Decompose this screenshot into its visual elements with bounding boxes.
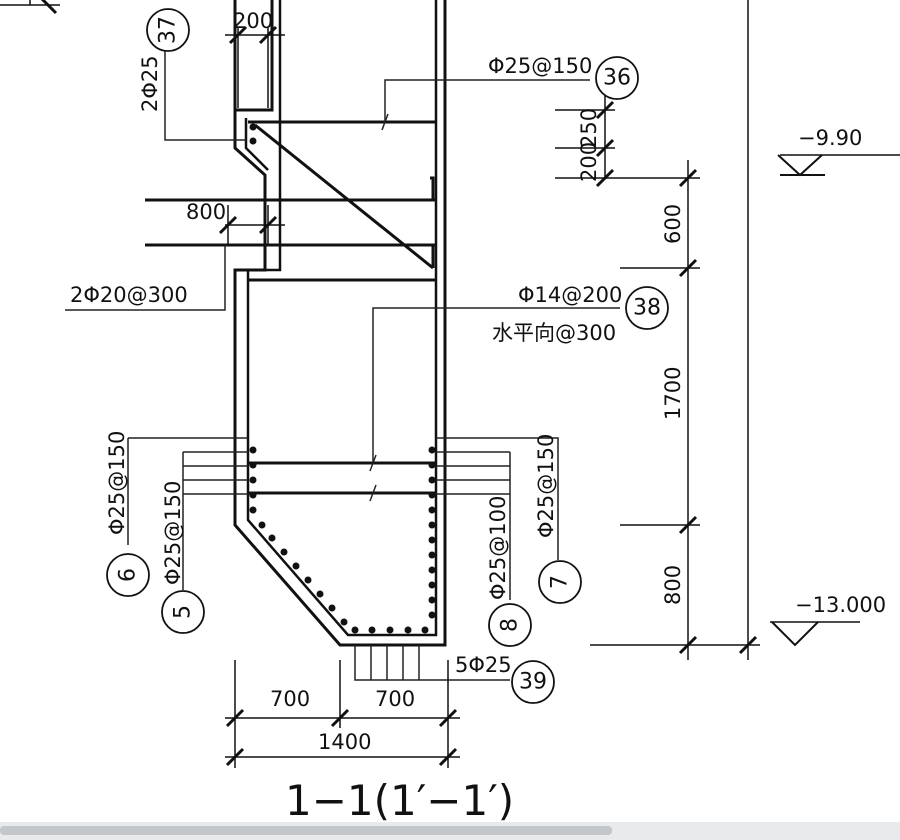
callout-circles xyxy=(106,8,669,704)
callout-5-circle xyxy=(161,590,205,634)
dim-base-700-left: 700 xyxy=(270,687,310,711)
callout-39-number: 39 xyxy=(519,670,547,695)
callout-36-label: Φ25@150 xyxy=(488,54,592,78)
callout-38-label-2: 水平向@300 xyxy=(492,321,616,345)
dimension-ticks xyxy=(40,0,758,767)
elevation-marker-upper xyxy=(777,154,823,177)
dim-mid-800: 800 xyxy=(186,200,226,224)
elevation-markers xyxy=(771,154,825,647)
callout-5-label: Φ25@150 xyxy=(161,481,185,585)
callout-7-circle xyxy=(538,560,582,604)
callout-37-number: 37 xyxy=(156,16,181,44)
leader-lines xyxy=(65,45,620,681)
dim-v-1700: 1700 xyxy=(661,367,685,420)
callout-37-label: 2Φ25 xyxy=(138,55,162,112)
leader-2phi20 xyxy=(65,245,226,311)
dimension-lines xyxy=(0,0,900,768)
rebar-2phi20-label: 2Φ20@300 xyxy=(70,283,188,307)
callout-7-label: Φ25@150 xyxy=(534,434,558,538)
callout-6-number: 6 xyxy=(116,568,141,582)
leader-left-bars xyxy=(128,437,248,495)
callout-38-number: 38 xyxy=(633,296,661,321)
callout-36-circle xyxy=(595,56,639,100)
scrollbar-thumb[interactable] xyxy=(0,826,612,835)
horizontal-scrollbar[interactable] xyxy=(0,822,900,840)
rebar-hook-2 xyxy=(430,243,435,268)
wall-outline-main xyxy=(233,0,447,647)
rebar-dots xyxy=(249,123,436,634)
callout-38-circle xyxy=(625,286,669,330)
wall-outline-left xyxy=(233,0,274,112)
callout-39-label: 5Φ25 xyxy=(455,653,512,677)
rebar-diagonal xyxy=(254,123,434,270)
callout-5-number: 5 xyxy=(171,605,196,619)
leader-38 xyxy=(372,307,620,463)
callout-8-label: Φ25@100 xyxy=(486,496,510,600)
rebar-corbel xyxy=(244,118,269,171)
horizontal-rebars xyxy=(145,120,436,495)
leader-37 xyxy=(164,45,246,141)
elevation-upper-label: −9.90 xyxy=(798,126,862,150)
callout-38-label: Φ14@200 xyxy=(518,283,622,307)
elevation-marker-lower xyxy=(771,621,819,647)
callout-7-number: 7 xyxy=(548,575,573,589)
dim-v-600: 600 xyxy=(661,204,685,244)
dim-base-1400: 1400 xyxy=(318,730,371,754)
dim-top-200: 200 xyxy=(233,9,273,33)
rebar-hook-1 xyxy=(430,176,435,200)
callout-8-circle xyxy=(488,603,532,647)
elevation-lower-label: −13.000 xyxy=(795,593,886,617)
callout-6-label: Φ25@150 xyxy=(105,431,129,535)
leader-39 xyxy=(354,645,510,681)
callout-37-circle xyxy=(146,8,190,52)
concrete-outline xyxy=(233,0,447,647)
callout-8-number: 8 xyxy=(498,618,523,632)
callout-36-number: 36 xyxy=(603,66,631,91)
leader-36 xyxy=(384,79,590,122)
leader-7-8 xyxy=(436,437,559,600)
callout-39-circle xyxy=(511,660,555,704)
dim-right-250: 250 xyxy=(577,108,601,148)
leader-5-6 xyxy=(127,438,184,590)
callout-6-circle xyxy=(106,553,150,597)
section-title: 1−1(1′−1′) xyxy=(285,776,514,825)
dim-base-700-right: 700 xyxy=(375,687,415,711)
rebar-outline-inner xyxy=(246,0,438,637)
dim-v-800: 800 xyxy=(661,565,685,605)
dim-right-200: 200 xyxy=(577,142,601,182)
